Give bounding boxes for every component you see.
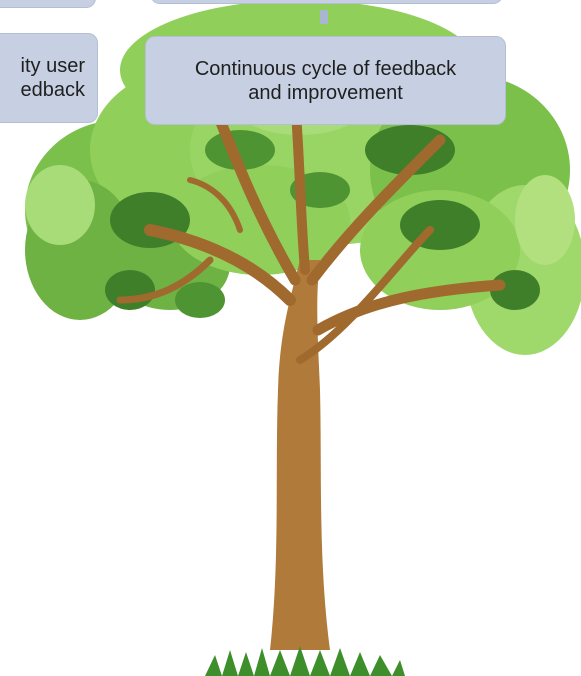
feedback-box-left-line2: edback [20,79,86,101]
feedback-box-right-text: Continuous cycle of feedback and improve… [195,57,456,105]
grass-tuft [205,646,405,676]
feedback-box-right: Continuous cycle of feedback and improve… [145,36,506,125]
top-right-box-edge [150,0,503,4]
feedback-box-left: ity user edback [0,33,98,123]
top-left-box-edge [0,0,96,8]
feedback-box-left-text: ity user edback [21,54,86,102]
tree-trunk [116,95,506,650]
feedback-box-right-line2: and improvement [248,81,403,104]
feedback-box-right-line1: Continuous cycle of feedback [194,57,457,80]
feedback-box-left-line1: ity user [20,55,85,77]
connector-arrow [320,10,328,24]
